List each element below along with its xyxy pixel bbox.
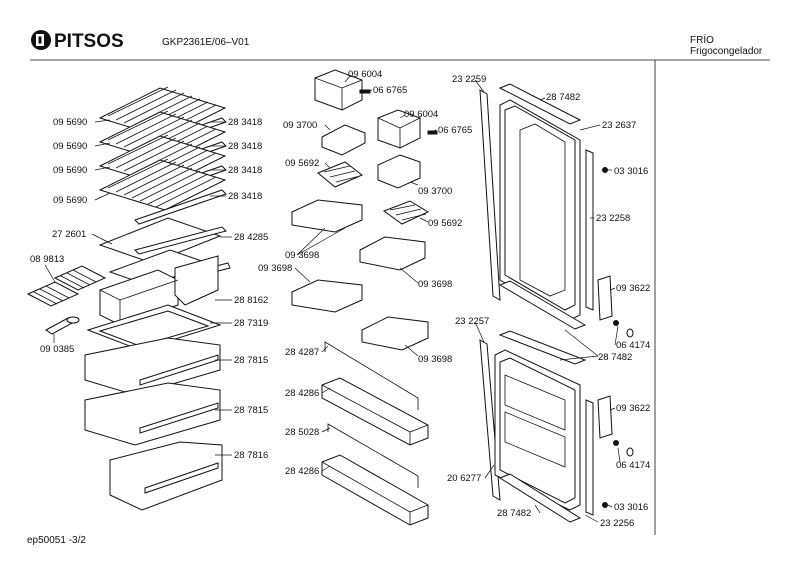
bottle-shelf — [321, 377, 429, 446]
part-label: 28 5028 — [285, 427, 319, 438]
part-label: 28 3418 — [228, 117, 262, 128]
ice-scoop — [45, 316, 80, 335]
part-label: 28 7816 — [234, 450, 268, 461]
butter-compartment — [314, 69, 363, 111]
fridge-door-side-strip — [585, 149, 594, 311]
part-label: 09 5692 — [285, 158, 319, 169]
part-label: 28 8162 — [234, 295, 268, 306]
hinge-pin — [359, 89, 438, 135]
egg-tray — [317, 161, 363, 188]
part-labels: 09 5690 09 5690 09 5690 09 5690 28 3418 … — [30, 69, 650, 529]
door-hinge-strip — [498, 83, 582, 125]
page-reference: ep50051 -3/2 — [27, 535, 86, 546]
part-label: 09 6004 — [348, 69, 382, 80]
fridge-door — [499, 99, 581, 321]
part-label: 09 5690 — [53, 195, 87, 206]
freezer-door — [494, 349, 581, 511]
small-door-bin — [377, 154, 421, 189]
door-seal-strip — [479, 89, 501, 301]
model-number: GKP2361E/06–V01 — [162, 37, 250, 48]
part-label: 06 6765 — [373, 85, 407, 96]
part-label: 08 9813 — [30, 254, 64, 265]
part-label: 28 7482 — [598, 352, 632, 363]
part-label: 09 5690 — [53, 141, 87, 152]
part-label: 28 7815 — [234, 355, 268, 366]
part-label: 09 5690 — [53, 117, 87, 128]
part-label: 23 2258 — [596, 213, 630, 224]
freezer-drawer — [109, 441, 223, 511]
subcategory-label: Frigocongelador — [690, 46, 763, 57]
part-label: 23 2256 — [600, 518, 634, 529]
door-hinge-strip — [498, 330, 587, 365]
door-hinge-strip — [498, 473, 582, 523]
lower-hinge-bracket — [597, 395, 613, 439]
part-label: 23 2637 — [602, 120, 636, 131]
part-label: 06 4174 — [616, 340, 650, 351]
door-hinge-strip — [498, 280, 587, 330]
part-label: 23 2257 — [455, 316, 489, 327]
part-label: 09 3698 — [258, 263, 292, 274]
part-label: 09 3622 — [616, 403, 650, 414]
part-label: 09 3698 — [418, 279, 452, 290]
bottle-retainer — [324, 341, 419, 410]
part-label: 06 6765 — [438, 125, 472, 136]
part-label: 28 3418 — [228, 165, 262, 176]
part-label: 28 4287 — [285, 347, 319, 358]
glass-shelf — [98, 217, 227, 264]
wire-shelf-group — [98, 86, 227, 225]
part-label: 28 4286 — [285, 466, 319, 477]
part-label: 09 0385 — [40, 344, 74, 355]
door-bin — [359, 236, 426, 271]
ice-cube-trays — [26, 265, 107, 307]
hinge-screw — [602, 167, 619, 508]
part-label: 09 3698 — [418, 354, 452, 365]
part-label: 28 3418 — [228, 141, 262, 152]
egg-tray — [382, 200, 430, 225]
part-label: 09 6004 — [404, 109, 438, 120]
drawer-frame — [86, 304, 222, 351]
brand-name: PITSOS — [54, 31, 124, 52]
bottle-retainer — [327, 423, 419, 488]
door-bin — [361, 316, 429, 351]
part-label: 27 2601 — [52, 229, 86, 240]
bushing — [626, 328, 634, 457]
part-label: 09 5690 — [53, 165, 87, 176]
wire-shelf — [98, 158, 227, 225]
brand-logo: PITSOS — [31, 30, 124, 52]
part-label: 09 5692 — [428, 218, 462, 229]
part-label: 09 3700 — [418, 186, 452, 197]
freezer-drawer — [84, 337, 221, 396]
part-label: 28 7482 — [546, 92, 580, 103]
door-bin — [291, 279, 363, 313]
upper-hinge-bracket — [597, 275, 613, 321]
part-label: 28 7319 — [234, 318, 268, 329]
freezer-door-side-strip — [585, 399, 594, 516]
part-label: 20 6277 — [447, 473, 481, 484]
part-label: 23 2259 — [452, 74, 486, 85]
part-label: 28 4286 — [285, 388, 319, 399]
freezer-drawer — [84, 382, 221, 446]
part-label: 09 3698 — [285, 250, 319, 261]
leader-lines — [44, 75, 621, 523]
door-bin — [291, 199, 363, 233]
part-label: 03 3016 — [614, 166, 648, 177]
part-label: 09 3622 — [616, 283, 650, 294]
part-label: 28 7482 — [497, 508, 531, 519]
bottle-shelf — [321, 454, 429, 526]
part-label: 28 7815 — [234, 405, 268, 416]
butter-compartment — [377, 109, 421, 149]
part-label: 09 3700 — [283, 120, 317, 131]
part-label: 28 3418 — [228, 191, 262, 202]
part-label: 03 3016 — [614, 502, 648, 513]
part-label: 28 4285 — [234, 232, 268, 243]
category-label: FRÍO — [690, 33, 714, 46]
small-door-bin — [321, 124, 366, 156]
part-label: 06 4174 — [616, 460, 650, 471]
